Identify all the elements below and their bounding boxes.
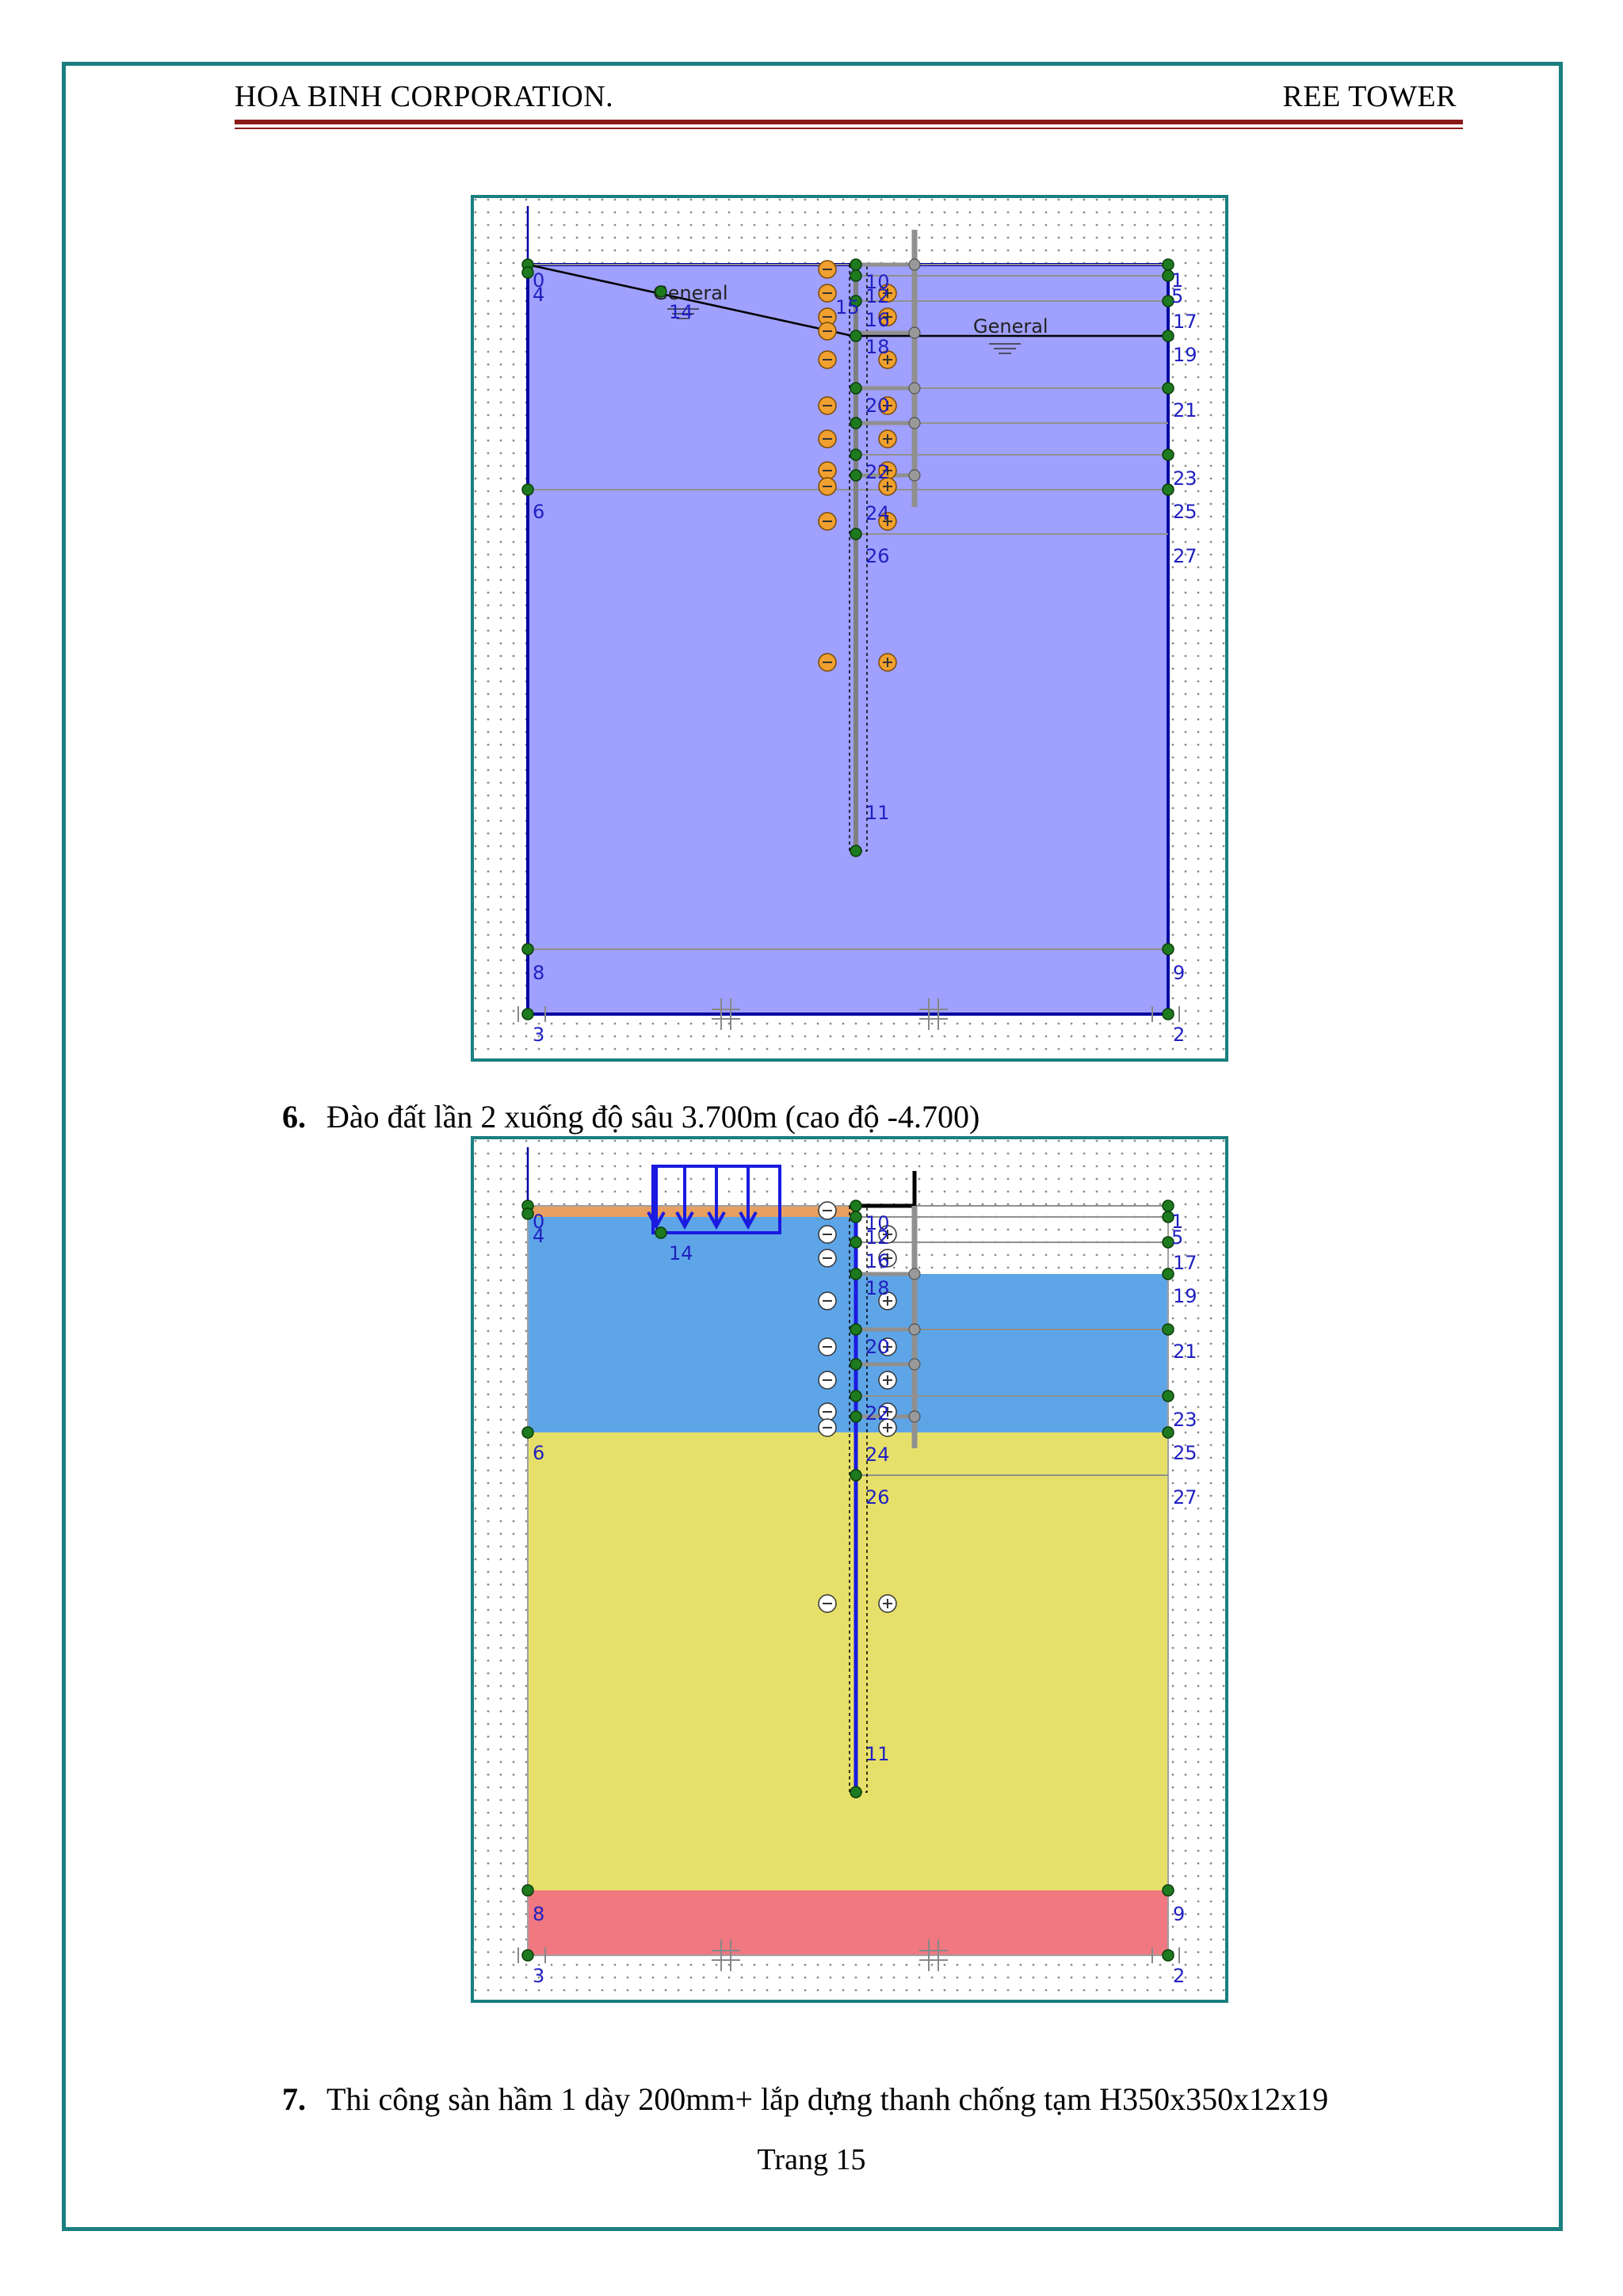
header-company: HOA BINH CORPORATION. — [235, 80, 614, 113]
node-label: 26 — [865, 1486, 890, 1508]
step-6-text: Đào đất lần 2 xuống độ sâu 3.700m (cao đ… — [327, 1099, 980, 1135]
top-fill-layer — [528, 1206, 856, 1217]
fixity-marks — [517, 1939, 1180, 1971]
header-project: REE TOWER — [1282, 80, 1457, 113]
soil-cluster — [528, 265, 1168, 1014]
node-label: 22 — [865, 1402, 890, 1425]
node-label: 12 — [865, 285, 890, 307]
figure-2-canvas: 0 4 14 6 8 3 10 12 16 18 20 22 24 26 11 … — [474, 1139, 1225, 2000]
node-label: 14 — [669, 1242, 693, 1264]
node-label: 6 — [533, 1442, 544, 1464]
clay-layer-left — [528, 1217, 856, 1432]
node-label: 16 — [865, 1250, 890, 1272]
node-label: 15 — [835, 296, 860, 318]
node-label: 21 — [1173, 399, 1197, 421]
node-label: 3 — [533, 1965, 544, 1987]
node-label: 8 — [533, 962, 544, 984]
water-line-left — [527, 263, 854, 338]
node-label: 11 — [865, 802, 890, 824]
node-label: 18 — [865, 336, 890, 358]
surface-load — [647, 1165, 781, 1234]
sand-layer — [528, 1432, 1168, 1890]
node-label: 22 — [865, 461, 890, 483]
page-number: Trang 15 — [757, 2143, 866, 2176]
fixity-marks — [517, 998, 1180, 1030]
node-label: 2 — [1173, 1024, 1185, 1046]
node-label: 9 — [1173, 962, 1185, 984]
node-label: 19 — [1173, 344, 1197, 366]
clay-layer-right — [856, 1274, 1168, 1432]
step-7-number: 7. — [282, 2081, 306, 2117]
node-label: 25 — [1173, 1442, 1197, 1464]
header-rule-thin — [235, 128, 1463, 129]
step-7-caption: 7. Thi công sàn hầm 1 dày 200mm+ lắp dựng… — [282, 2081, 1328, 2118]
model-boundary — [527, 1205, 1169, 1956]
node-label: 10 — [865, 1212, 890, 1234]
node-label: 1 — [1171, 269, 1183, 292]
node-label: 0 — [533, 269, 544, 292]
node-label: 3 — [533, 1024, 544, 1046]
node-label: 18 — [865, 1277, 890, 1299]
node-label: 14 — [669, 301, 693, 323]
node-label: 4 — [533, 284, 544, 306]
node-label: 17 — [1173, 1252, 1197, 1274]
node-label: 6 — [533, 501, 544, 523]
page-border — [62, 62, 1563, 2231]
water-label-right: General — [973, 315, 1048, 338]
header-rule-thick — [235, 120, 1463, 124]
node-label: 24 — [865, 1444, 890, 1466]
node-label: 5 — [1171, 285, 1183, 307]
step-7-text: Thi công sàn hầm 1 dày 200mm+ lắp dựng t… — [327, 2081, 1329, 2117]
node-label: 20 — [865, 1336, 890, 1358]
node-label: 16 — [865, 309, 890, 331]
node-label: 26 — [865, 545, 890, 567]
node-label: 5 — [1171, 1226, 1183, 1249]
node-label: 20 — [865, 395, 890, 417]
node-label: 17 — [1173, 311, 1197, 333]
bottom-layer — [528, 1890, 1168, 1955]
node-label: 8 — [533, 1903, 544, 1925]
node-label: 23 — [1173, 1409, 1197, 1431]
figure-2-plaxis-model: 0 4 14 6 8 3 10 12 16 18 20 22 24 26 11 … — [471, 1136, 1228, 2003]
node-label: 2 — [1173, 1965, 1185, 1987]
node-label: 27 — [1173, 545, 1197, 567]
node-label: 23 — [1173, 467, 1197, 490]
node-label: 19 — [1173, 1285, 1197, 1307]
node-label: 21 — [1173, 1341, 1197, 1363]
node-label: 4 — [533, 1225, 544, 1247]
node-label: 0 — [533, 1211, 544, 1233]
step-6-caption: 6. Đào đất lần 2 xuống độ sâu 3.700m (cao… — [282, 1098, 980, 1135]
node-label: 10 — [865, 271, 890, 293]
node-label: 9 — [1173, 1903, 1185, 1925]
node-label: 12 — [865, 1226, 890, 1249]
node-label: 1 — [1171, 1211, 1183, 1233]
node-label: 27 — [1173, 1486, 1197, 1508]
node-label: 11 — [865, 1743, 890, 1765]
figure-1-plaxis-model: General General — [471, 195, 1228, 1062]
step-6-number: 6. — [282, 1099, 306, 1135]
node-label: 24 — [865, 502, 890, 524]
figure-1-canvas: General General — [474, 198, 1225, 1058]
node-label: 25 — [1173, 501, 1197, 523]
